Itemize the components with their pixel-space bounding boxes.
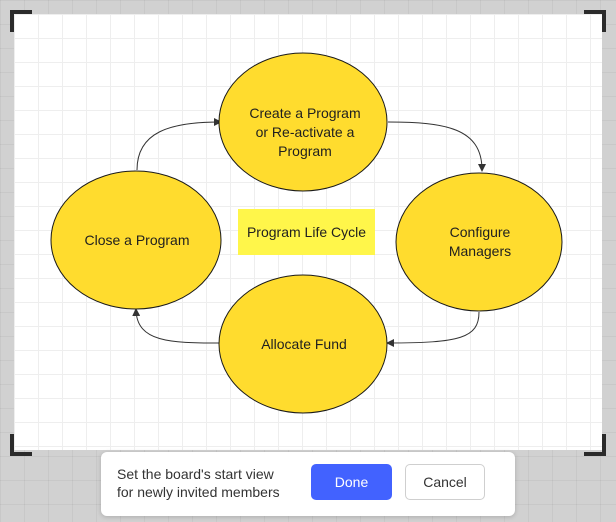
node-close-program-label: Close a Program [84, 231, 190, 248]
node-close-program[interactable] [50, 170, 222, 310]
node-allocate-fund-label: Allocate Fund [261, 335, 347, 352]
connector-arrow-close-to-create[interactable] [136, 118, 222, 171]
frame-corner-bottom-left[interactable] [10, 434, 32, 456]
node-configure-managers-label: Configure Managers [448, 224, 512, 259]
cancel-button[interactable]: Cancel [405, 464, 485, 500]
frame-corner-top-left[interactable] [10, 10, 32, 32]
start-view-message: Set the board's start view for newly inv… [117, 466, 280, 500]
connector-arrow-create-to-configure[interactable] [387, 121, 486, 172]
start-view-toolbar: Set the board's start view for newly inv… [101, 452, 515, 516]
node-create-program[interactable] [218, 52, 388, 192]
done-button[interactable]: Done [311, 464, 392, 500]
node-configure-managers[interactable] [395, 172, 563, 312]
node-allocate-fund[interactable] [218, 274, 388, 414]
diagram-title-sticky[interactable]: Program Life Cycle [238, 209, 375, 255]
frame-corner-top-right[interactable] [584, 10, 606, 32]
frame-corner-bottom-right[interactable] [584, 434, 606, 456]
connector-arrow-allocate-to-close[interactable] [132, 308, 220, 344]
connector-arrow-configure-to-allocate[interactable] [386, 311, 480, 347]
node-create-program-label: Create a Program or Re-activate a Progra… [249, 104, 361, 159]
